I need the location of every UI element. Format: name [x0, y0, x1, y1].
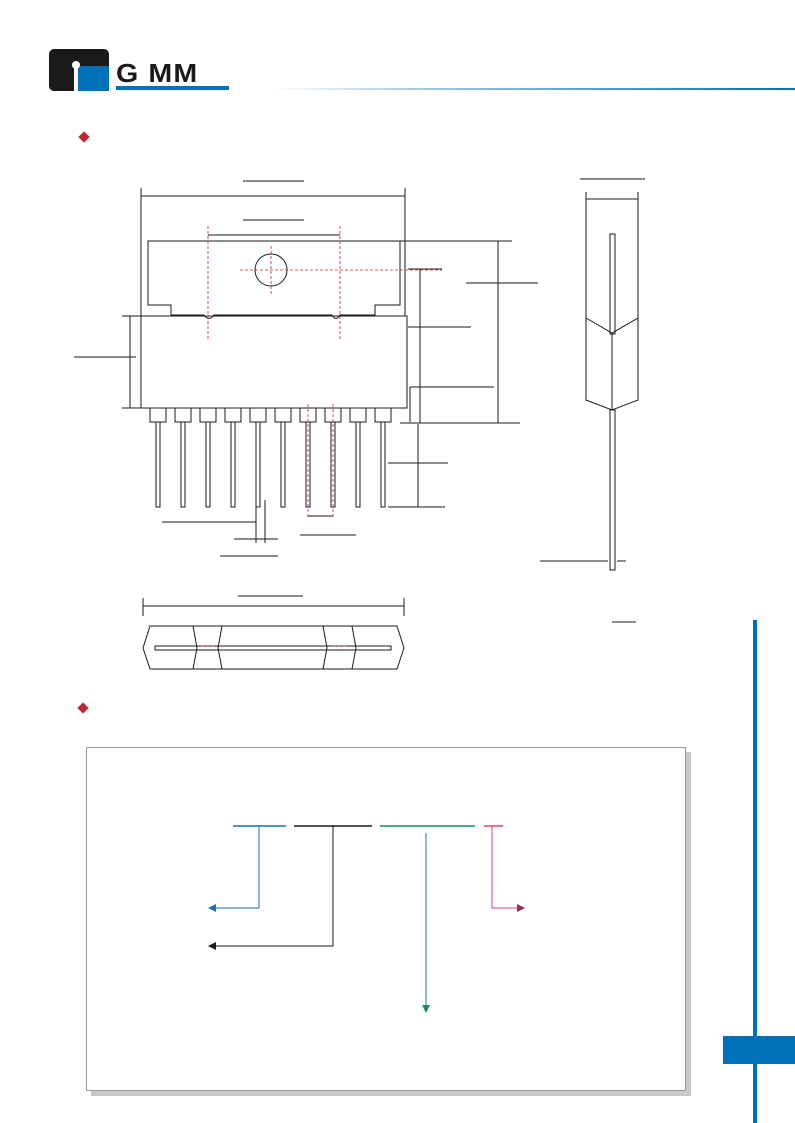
right-edge-bar [753, 620, 757, 1123]
bottom-view-slot [154, 645, 392, 651]
header-rule [270, 88, 795, 90]
company-logo-text: G MM [116, 58, 199, 88]
company-logo-icon [49, 49, 109, 91]
arrow-left-icon [208, 904, 216, 912]
ordering-information-box [86, 747, 686, 1091]
arrow-down-icon [422, 1005, 430, 1013]
arrow-left-icon [208, 942, 216, 950]
bottom-view-outline [142, 625, 405, 670]
package-outline-drawing [74, 178, 645, 670]
package-body-outline [140, 315, 408, 409]
arrow-right-icon [517, 904, 525, 912]
logo-underline [116, 86, 229, 90]
side-view-lead [609, 409, 616, 571]
page-tab-marker [723, 1036, 795, 1064]
package-tab-outline [147, 240, 401, 319]
side-view-tab [609, 233, 616, 335]
